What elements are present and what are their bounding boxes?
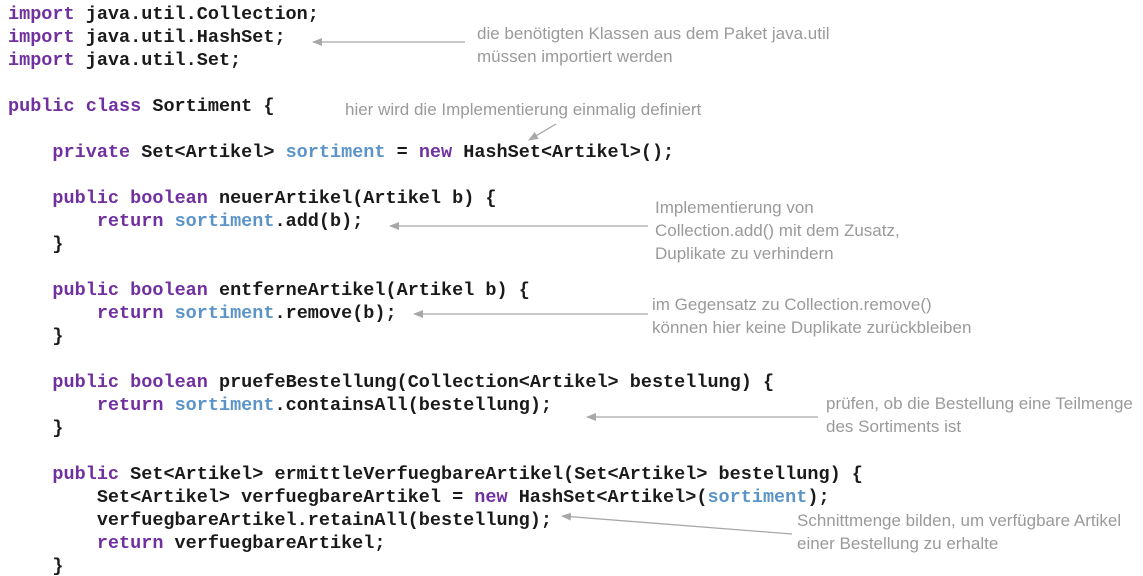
code-text [8,303,97,324]
code-keyword: return [96,303,164,324]
code-field-ref: sortiment [174,395,275,416]
code-keyword: return [96,395,164,416]
code-line [8,440,863,463]
code-line: public Set<Artikel> ermittleVerfuegbareA… [8,463,863,486]
code-text: } [8,556,64,576]
code-keyword: new [474,487,508,508]
code-text: Set<Artikel> verfuegbareArtikel = [8,487,475,508]
code-keyword: class [85,96,142,117]
code-keyword: private [52,142,131,163]
code-text: .add(b); [274,211,364,232]
code-text [119,188,130,209]
code-field-ref: sortiment [707,487,808,508]
code-line [8,348,863,371]
code-field-ref: sortiment [174,303,275,324]
code-text [8,395,97,416]
code-text [8,142,52,163]
code-text: pruefeBestellung(Collection<Artikel> bes… [207,372,775,393]
code-line: public boolean neuerArtikel(Artikel b) { [8,187,863,210]
code-field-ref: sortiment [174,211,275,232]
code-keyword: boolean [130,280,208,301]
code-line: import java.util.HashSet; [8,26,863,49]
code-keyword: import [8,27,75,48]
code-line: public boolean entferneArtikel(Artikel b… [8,279,863,302]
code-line [8,164,863,187]
code-line: } [8,417,863,440]
code-line: return verfuegbareArtikel; [8,532,863,555]
code-line: } [8,325,863,348]
code-keyword: new [418,142,453,163]
annotation-note-remove: im Gegensatz zu Collection.remove() könn… [652,295,972,337]
code-text: } [8,418,64,439]
code-text [119,372,130,393]
code-text: verfuegbareArtikel; [163,533,386,554]
code-text [163,303,174,324]
code-keyword: return [96,533,164,554]
code-text: Set<Artikel> ermittleVerfuegbareArtikel(… [119,464,863,485]
code-text [8,280,52,301]
code-text [163,211,174,232]
annotation-note-implementation-definition: hier wird die Implementierung einmalig d… [345,100,702,119]
code-line: Set<Artikel> verfuegbareArtikel = new Ha… [8,486,863,509]
code-line [8,118,863,141]
code-line [8,72,863,95]
code-line: } [8,555,863,576]
annotation-note-retainAll: Schnittmenge bilden, um verfügbare Artik… [797,511,1122,553]
code-line: private Set<Artikel> sortiment = new Has… [8,141,863,164]
code-keyword: public [52,188,120,209]
code-text: Set<Artikel> [130,142,286,163]
code-line: public class Sortiment { [8,95,863,118]
code-field-ref: sortiment [285,142,386,163]
code-text [8,372,52,393]
code-text: = [385,142,419,163]
code-keyword: import [8,4,75,25]
code-line: verfuegbareArtikel.retainAll(bestellung)… [8,509,863,532]
annotation-note-add: Implementierung von Collection.add() mit… [655,198,900,263]
code-text: java.util.Set; [74,50,242,71]
code-text [8,533,97,554]
code-keyword: import [8,50,75,71]
code-keyword: public [52,372,120,393]
code-line: import java.util.Collection; [8,3,863,26]
code-keyword: public [8,96,75,117]
code-text: ); [807,487,830,508]
code-text [119,280,130,301]
code-keyword: boolean [130,372,208,393]
code-text: verfuegbareArtikel.retainAll(bestellung)… [8,510,552,531]
code-text [8,188,52,209]
code-text: HashSet<Artikel>(); [452,142,675,163]
code-text [163,395,174,416]
code-line: import java.util.Set; [8,49,863,72]
code-line: return sortiment.containsAll(bestellung)… [8,394,863,417]
code-text: entferneArtikel(Artikel b) { [207,280,530,301]
annotation-note-imports: die benötigten Klassen aus dem Paket jav… [477,24,830,66]
code-keyword: return [96,211,164,232]
code-line: } [8,233,863,256]
code-line: public boolean pruefeBestellung(Collecti… [8,371,863,394]
code-keyword: boolean [130,188,208,209]
code-text: } [8,326,64,347]
code-text [8,464,52,485]
code-keyword: public [52,280,120,301]
code-text: HashSet<Artikel>( [507,487,708,508]
code-text: .containsAll(bestellung); [274,395,553,416]
code-text: } [8,234,64,255]
java-code-listing: import java.util.Collection;import java.… [8,3,863,576]
code-text: .remove(b); [274,303,397,324]
code-text [75,96,86,117]
code-text [8,211,97,232]
annotation-note-containsAll: prüfen, ob die Bestellung eine Teilmenge… [826,394,1133,436]
code-text: java.util.HashSet; [74,27,286,48]
code-text: java.util.Collection; [74,4,319,25]
code-text: neuerArtikel(Artikel b) { [207,188,497,209]
code-text: Sortiment { [141,96,275,117]
code-line: return sortiment.remove(b); [8,302,863,325]
code-line: return sortiment.add(b); [8,210,863,233]
code-keyword: public [52,464,120,485]
